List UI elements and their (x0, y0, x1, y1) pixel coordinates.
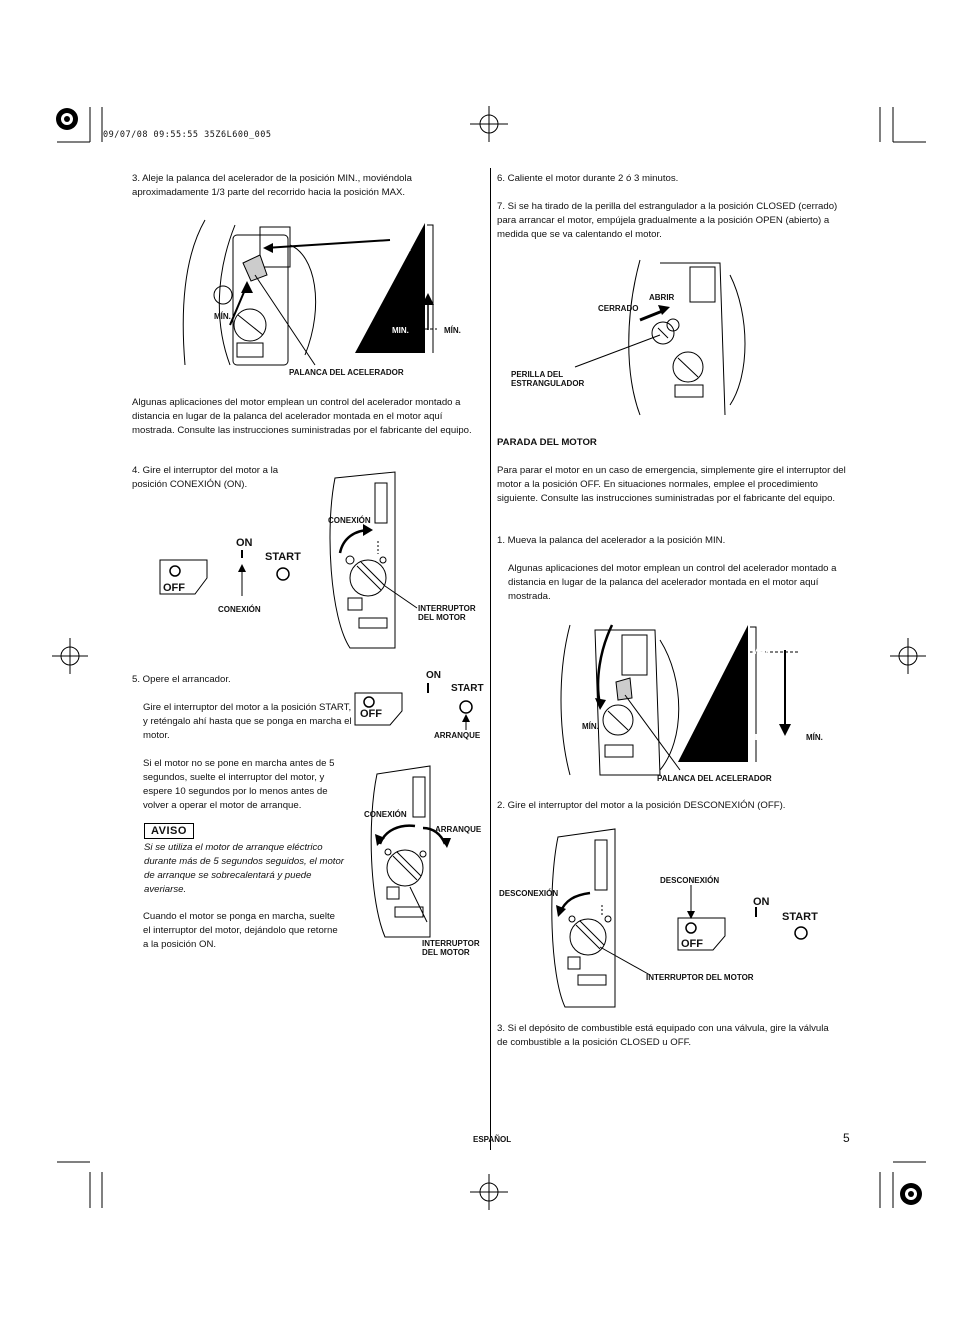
aviso-text: Si se utiliza el motor de arranque eléct… (144, 842, 344, 895)
fig3-on: ON (426, 670, 441, 681)
fig7-off: OFF (681, 938, 703, 950)
aviso-badge: AVISO (144, 823, 194, 839)
switch-on-figure (159, 471, 418, 649)
parada-text: Para parar el motor en un caso de emerge… (497, 465, 846, 504)
fig3-off: OFF (360, 708, 382, 720)
step-5c-text: Cuando el motor se ponga en marcha, suel… (143, 911, 338, 950)
fig4-conexion: CONEXIÓN (364, 810, 407, 819)
switch-start-figure (370, 765, 451, 938)
choke-figure (574, 259, 746, 416)
p-step-2-text: 2. Gire el interruptor del motor a la po… (497, 800, 786, 811)
fig2-on: ON (236, 537, 253, 549)
fig2-conexion-top: CONEXIÓN (328, 516, 371, 525)
fig6-min-left: MÍN. (582, 722, 599, 731)
step-3-text: 3. Aleje la palanca del acelerador de la… (132, 173, 412, 198)
throttle-figure (182, 219, 437, 366)
fig7-on: ON (753, 896, 770, 908)
p-step-1-text: 1. Mueva la palanca del acelerador a la … (497, 535, 726, 546)
column-divider (490, 168, 491, 1150)
p-step-1-note: Algunas aplicaciones del motor emplean u… (508, 563, 837, 602)
p-step-3-text: 3. Si el depósito de combustible está eq… (497, 1023, 829, 1048)
fig2-start: START (265, 551, 301, 563)
fig1-min-right: MÍN. (444, 326, 461, 335)
fig6-max: MAX. (752, 647, 772, 656)
header-timestamp: 09/07/08 09:55:55 35Z6L600_005 (103, 130, 272, 140)
fig5-cerrado: CERRADO (598, 304, 639, 313)
fig7-desconexion-left: DESCONEXIÓN (499, 889, 559, 898)
fig7-desconexion-right: DESCONEXIÓN (660, 876, 720, 885)
fig5-abrir: ABRIR (649, 293, 675, 302)
fig1-max: MAX. (391, 244, 411, 253)
fig6-lever-label: PALANCA DEL ACELERADOR (657, 774, 772, 783)
step-5-text: 5. Opere el arrancador. (132, 674, 231, 685)
switch-off-figure (551, 828, 808, 1008)
start-key-figure (354, 683, 473, 730)
step-5a-text: Gire el interruptor del motor a la posic… (143, 702, 352, 741)
fig6-min: MIN. (755, 733, 772, 742)
fig2-conexion-left: CONEXIÓN (218, 605, 261, 614)
page-number: 5 (843, 1131, 850, 1145)
fig3-start: START (451, 683, 484, 694)
step-7-text: 7. Si se ha tirado de la perilla del est… (497, 201, 838, 240)
fig1-min-left: MÍN. (214, 312, 231, 321)
step-6-text: 6. Caliente el motor durante 2 ó 3 minut… (497, 173, 679, 184)
remote-note: Algunas aplicaciones del motor emplean u… (132, 397, 472, 436)
throttle-min-figure (560, 624, 800, 776)
parada-title: PARADA DEL MOTOR (497, 437, 597, 448)
fig7-start: START (782, 911, 818, 923)
fig1-lever-label: PALANCA DEL ACELERADOR (289, 368, 404, 377)
footer-language: ESPAÑOL (473, 1135, 512, 1144)
fig5-knob-label: PERILLA DEL ESTRANGULADOR (511, 370, 585, 388)
fig4-switch-label: INTERRUPTOR DEL MOTOR (422, 939, 480, 957)
step-5b-text: Si el motor no se pone en marcha antes d… (143, 758, 335, 811)
fig1-min: MIN. (392, 326, 409, 335)
step-4-text: 4. Gire el interruptor del motor a la po… (132, 465, 279, 490)
fig4-arranque: ARRANQUE (435, 825, 482, 834)
fig7-switch-label: INTERRUPTOR DEL MOTOR (646, 973, 754, 982)
fig6-min-right: MÍN. (806, 733, 823, 742)
fig2-switch-label: INTERRUPTOR DEL MOTOR (418, 604, 476, 622)
fig3-arranque: ARRANQUE (434, 731, 481, 740)
fig2-off: OFF (163, 582, 185, 594)
